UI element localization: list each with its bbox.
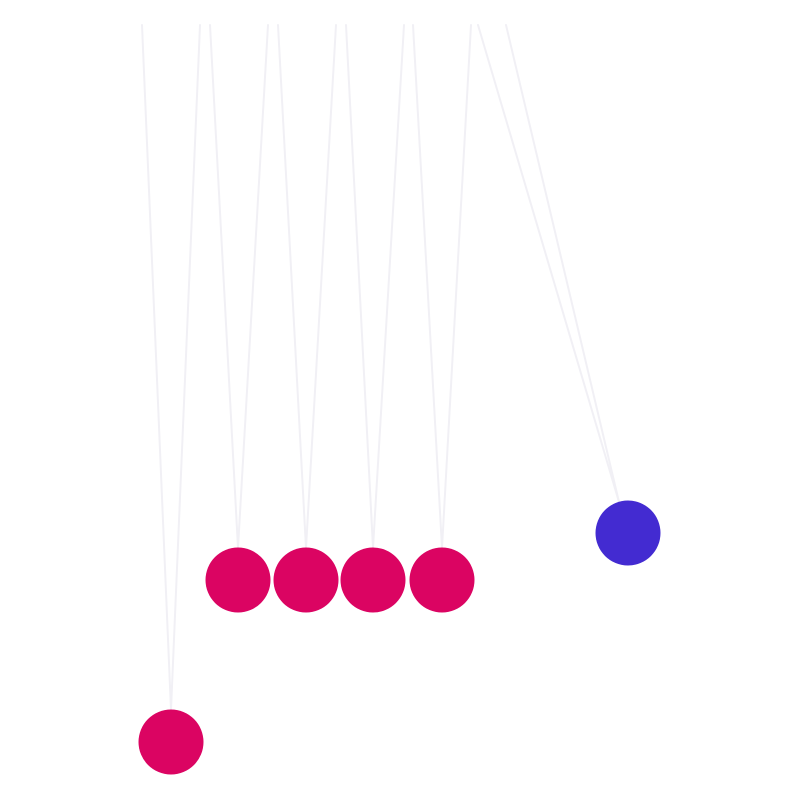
string xyxy=(209,24,239,549)
pendulum-5[interactable] xyxy=(409,24,475,613)
pendulum-3[interactable] xyxy=(273,24,339,613)
string xyxy=(372,24,405,549)
ball[interactable] xyxy=(205,547,271,613)
ball[interactable] xyxy=(409,547,475,613)
pendulum-4[interactable] xyxy=(340,24,406,613)
ball[interactable] xyxy=(595,500,661,566)
string xyxy=(477,24,620,503)
pendulum-2[interactable] xyxy=(205,24,271,613)
string xyxy=(277,24,307,549)
ball[interactable] xyxy=(138,709,204,775)
string xyxy=(237,24,269,549)
pendulum-6[interactable] xyxy=(477,24,661,566)
string xyxy=(345,24,374,549)
string xyxy=(412,24,443,549)
string xyxy=(141,24,172,711)
pendulum-1[interactable] xyxy=(138,24,204,775)
string xyxy=(170,24,201,711)
ball[interactable] xyxy=(340,547,406,613)
ball[interactable] xyxy=(273,547,339,613)
string xyxy=(305,24,337,549)
string xyxy=(505,24,620,503)
string xyxy=(441,24,472,549)
